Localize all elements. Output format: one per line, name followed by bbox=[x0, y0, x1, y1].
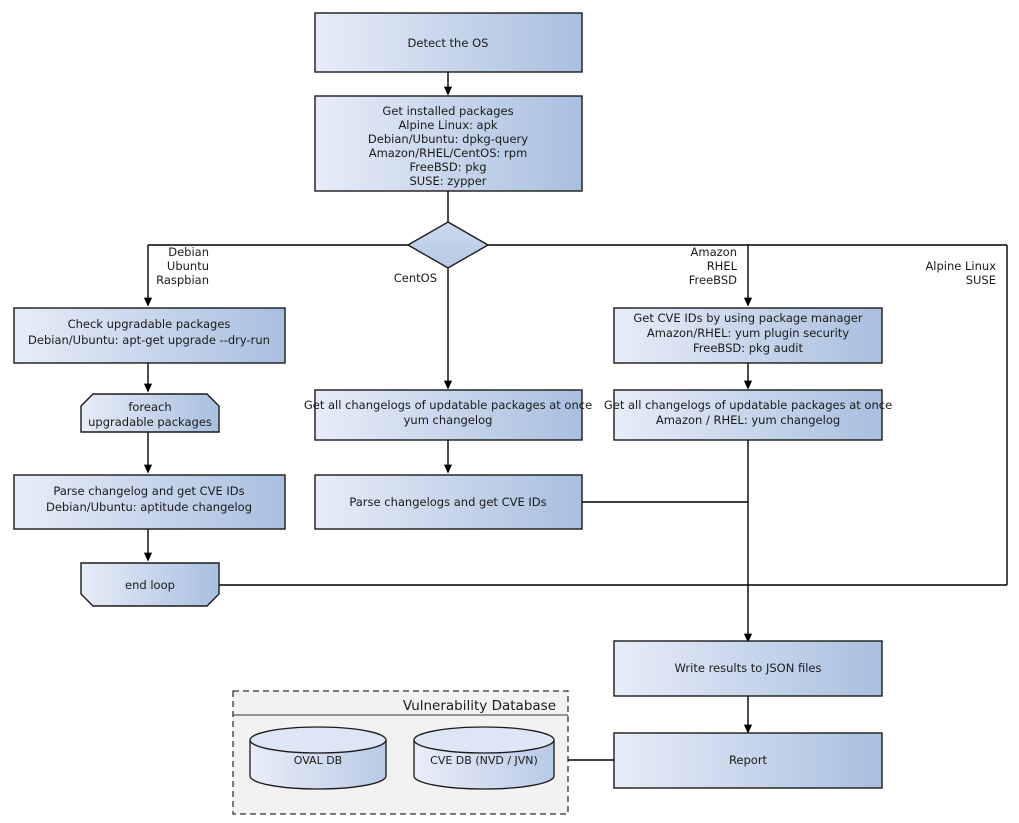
node-report-line-0: Report bbox=[729, 753, 768, 767]
node-get-cve-line-0: Get CVE IDs by using package manager bbox=[633, 311, 863, 325]
node-foreach-line-1: upgradable packages bbox=[88, 415, 212, 429]
node-changelogs-centos-line-0: Get all changelogs of updatable packages… bbox=[304, 398, 592, 412]
node-get-cve-package-manager[interactable]: Get CVE IDs by using package manager Ama… bbox=[613, 307, 883, 364]
node-detect-os[interactable]: Detect the OS bbox=[314, 12, 583, 73]
branch-centos-0: CentOS bbox=[394, 271, 437, 285]
branch-alpine-1: SUSE bbox=[966, 273, 996, 287]
node-end-loop[interactable]: end loop bbox=[80, 562, 220, 607]
node-write-results-line-0: Write results to JSON files bbox=[675, 661, 822, 675]
node-changelogs-centos[interactable]: Get all changelogs of updatable packages… bbox=[304, 389, 592, 441]
node-foreach-line-0: foreach bbox=[128, 400, 171, 414]
node-get-installed-line-4: FreeBSD: pkg bbox=[409, 160, 486, 174]
node-detect-os-line-0: Detect the OS bbox=[408, 36, 489, 50]
node-report[interactable]: Report bbox=[613, 732, 883, 789]
node-parse-changelog-deb-line-0: Parse changelog and get CVE IDs bbox=[53, 484, 244, 498]
node-changelogs-amazon-line-1: Amazon / RHEL: yum changelog bbox=[656, 413, 840, 427]
branch-label-debian: Debian Ubuntu Raspbian bbox=[156, 245, 209, 287]
branch-amazon-1: RHEL bbox=[707, 259, 738, 273]
branch-label-centos: CentOS bbox=[394, 271, 437, 285]
branch-label-alpine: Alpine Linux SUSE bbox=[925, 259, 996, 287]
node-write-results[interactable]: Write results to JSON files bbox=[613, 640, 883, 697]
node-parse-changelogs-centos-line-0: Parse changelogs and get CVE IDs bbox=[349, 495, 546, 509]
node-parse-changelogs-centos[interactable]: Parse changelogs and get CVE IDs bbox=[314, 474, 583, 530]
branch-amazon-0: Amazon bbox=[691, 245, 737, 259]
db-cylinder-oval[interactable]: OVAL DB bbox=[249, 726, 387, 790]
group-vulndb-title: Vulnerability Database bbox=[403, 698, 556, 714]
node-check-upgradable-line-0: Check upgradable packages bbox=[68, 317, 231, 331]
branch-label-amazon: Amazon RHEL FreeBSD bbox=[689, 245, 738, 287]
branch-amazon-2: FreeBSD bbox=[689, 273, 737, 287]
node-check-upgradable-line-1: Debian/Ubuntu: apt-get upgrade --dry-run bbox=[28, 333, 270, 347]
node-foreach-loop[interactable]: foreach upgradable packages bbox=[80, 393, 220, 433]
node-parse-changelog-deb-line-1: Debian/Ubuntu: aptitude changelog bbox=[46, 500, 252, 514]
db-oval-label: OVAL DB bbox=[294, 754, 342, 767]
connector-layer bbox=[143, 72, 1008, 761]
node-get-installed-packages[interactable]: Get installed packages Alpine Linux: apk… bbox=[314, 95, 583, 192]
node-changelogs-centos-line-1: yum changelog bbox=[404, 413, 493, 427]
db-cylinder-cve[interactable]: CVE DB (NVD / JVN) bbox=[413, 726, 555, 790]
node-get-installed-line-1: Alpine Linux: apk bbox=[398, 118, 497, 132]
branch-debian-1: Ubuntu bbox=[167, 259, 209, 273]
node-changelogs-amazon[interactable]: Get all changelogs of updatable packages… bbox=[604, 389, 892, 441]
db-cve-label: CVE DB (NVD / JVN) bbox=[430, 754, 538, 767]
group-vulnerability-database: Vulnerability Database OVAL DB CVE DB (N… bbox=[232, 690, 569, 815]
node-changelogs-amazon-line-0: Get all changelogs of updatable packages… bbox=[604, 398, 892, 412]
node-get-cve-line-2: FreeBSD: pkg audit bbox=[693, 341, 804, 355]
branch-alpine-0: Alpine Linux bbox=[925, 259, 996, 273]
node-get-cve-line-1: Amazon/RHEL: yum plugin security bbox=[647, 326, 849, 340]
branch-debian-2: Raspbian bbox=[156, 273, 209, 287]
branch-debian-0: Debian bbox=[168, 245, 209, 259]
node-parse-changelog-debian[interactable]: Parse changelog and get CVE IDs Debian/U… bbox=[13, 474, 286, 530]
node-get-installed-line-3: Amazon/RHEL/CentOS: rpm bbox=[369, 146, 528, 160]
node-get-installed-line-2: Debian/Ubuntu: dpkg-query bbox=[368, 132, 528, 146]
node-get-installed-line-0: Get installed packages bbox=[382, 104, 513, 118]
node-end-loop-line-0: end loop bbox=[125, 578, 175, 592]
node-os-decision-diamond[interactable] bbox=[406, 221, 490, 269]
node-check-upgradable[interactable]: Check upgradable packages Debian/Ubuntu:… bbox=[13, 307, 286, 364]
node-get-installed-line-5: SUSE: zypper bbox=[409, 174, 486, 188]
